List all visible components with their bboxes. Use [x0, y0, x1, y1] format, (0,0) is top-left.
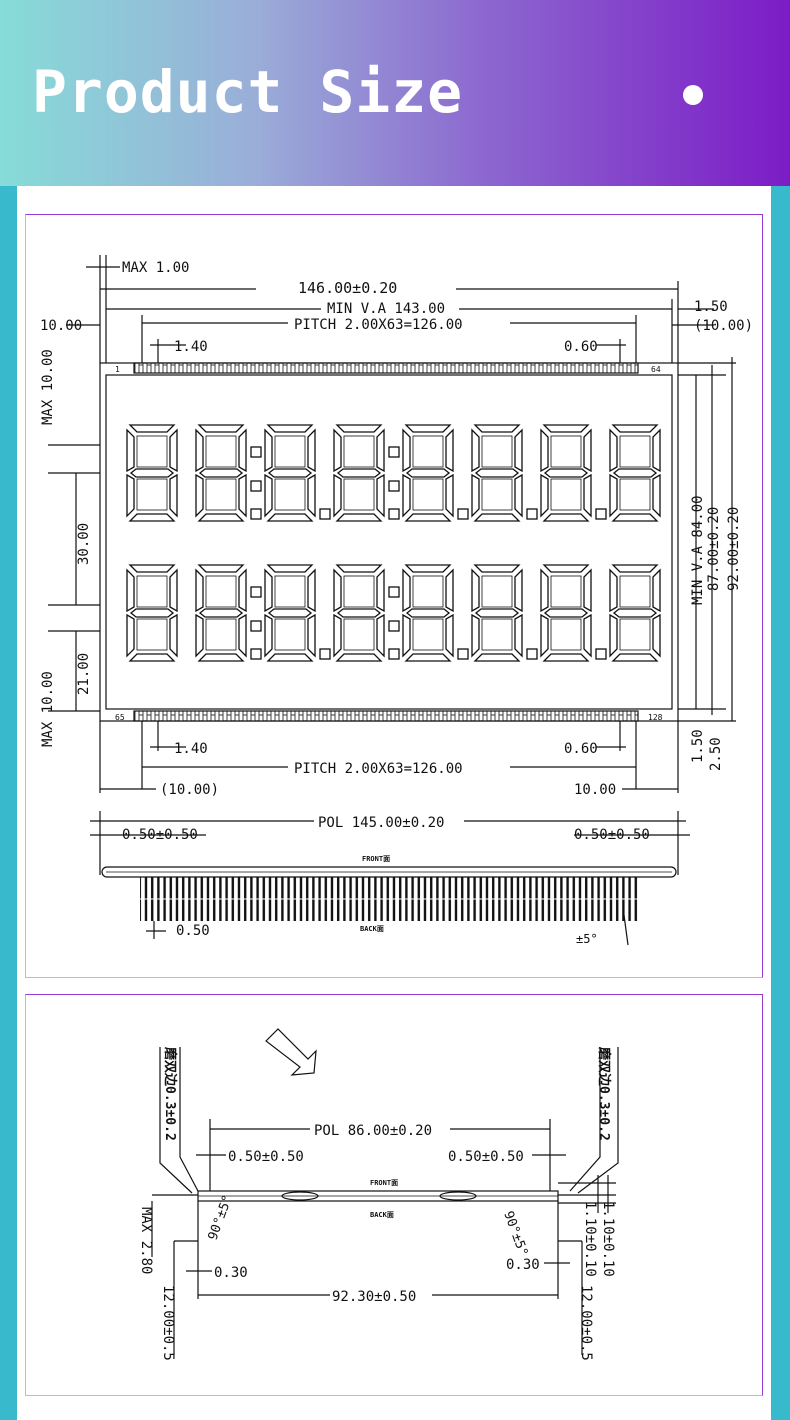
pin-label-128: 128 — [648, 713, 663, 722]
lcd-top-view-panel: 1 64 65 128 MAX 1.00 146.00±0.20 MIN V.A… — [25, 214, 763, 978]
lcd-edge-detail-drawing: 磨双边0.3±0.2 磨双边0.3±0.2 POL 86.00±0.20 0.5… — [138, 1028, 619, 1361]
page-title: Product Size — [32, 58, 464, 126]
pin-label-65: 65 — [115, 713, 125, 722]
lcd-dimension-drawing: 1 64 65 128 MAX 1.00 146.00±0.20 MIN V.A… — [40, 255, 753, 946]
dot-icon — [683, 85, 703, 105]
dim-right-150: 1.50 — [694, 299, 728, 315]
dim-tol-right-top: 0.50±0.50 — [574, 827, 650, 843]
dim-min-va-width: MIN V.A 143.00 — [327, 301, 445, 317]
dim-h-92: 92.00±0.20 — [726, 507, 742, 591]
dim-max-10-top: MAX 10.00 — [40, 349, 56, 425]
lcd-glass-outer — [99, 362, 679, 722]
dim-max-10-bottom: MAX 10.00 — [40, 671, 56, 747]
dim-bottom-250: 2.50 — [708, 737, 724, 771]
dim-12-left: 12.00±0.5 — [160, 1285, 176, 1361]
dim-bottom-150: 1.50 — [690, 729, 706, 763]
grind-note-right: 磨双边0.3±0.2 — [596, 1047, 612, 1141]
dim-110-b: 1.10±0.10 — [582, 1201, 598, 1277]
grind-note-left: 磨双边0.3±0.2 — [162, 1047, 178, 1141]
dim-width-total: 146.00±0.20 — [298, 279, 397, 297]
dim-tol-right-bottom: 0.50±0.50 — [448, 1149, 524, 1165]
dim-angle-right: 90°±5° — [500, 1209, 530, 1258]
dim-pitch-bottom: PITCH 2.00X63=126.00 — [294, 761, 463, 777]
lcd-side-view-panel: 磨双边0.3±0.2 磨双边0.3±0.2 POL 86.00±0.20 0.5… — [25, 994, 763, 1396]
front-label-bottom: FRONT面 — [370, 1179, 398, 1187]
dim-pin-140-bottom: 1.40 — [174, 741, 208, 757]
content-canvas: 1 64 65 128 MAX 1.00 146.00±0.20 MIN V.A… — [17, 186, 771, 1420]
dim-9230: 92.30±0.50 — [332, 1289, 416, 1305]
direction-arrow-icon — [265, 1028, 317, 1076]
dim-pin-060-bottom: 0.60 — [564, 741, 598, 757]
seven-segment-digits — [126, 424, 661, 662]
dim-left-1000: 10.00 — [40, 318, 82, 334]
back-label-top: BACK面 — [360, 925, 384, 933]
dim-30: 30.00 — [76, 523, 92, 565]
dim-030-left: 0.30 — [214, 1265, 248, 1281]
dim-tol-left-bottom: 0.50±0.50 — [228, 1149, 304, 1165]
dim-max-280: MAX 2.80 — [138, 1207, 154, 1274]
pin-row-top — [133, 362, 639, 374]
dim-110-a: 1.10±0.10 — [600, 1201, 616, 1277]
dim-pol-86: POL 86.00±0.20 — [314, 1123, 432, 1139]
dim-12-right: 12.00±0.5 — [578, 1285, 594, 1361]
dim-pin-140-top: 1.40 — [174, 339, 208, 355]
lcd-viewing-area — [105, 374, 673, 710]
back-label-bottom: BACK面 — [370, 1211, 394, 1219]
dim-right-10-paren: (10.00) — [694, 318, 753, 334]
dim-min-va-height: MIN V.A 84.00 — [690, 495, 706, 605]
front-label-top: FRONT面 — [362, 855, 390, 863]
header-banner: Product Size — [0, 0, 790, 186]
dim-angle-5: ±5° — [576, 932, 598, 946]
dim-pitch-top: PITCH 2.00X63=126.00 — [294, 317, 463, 333]
dim-030-right: 0.30 — [506, 1257, 540, 1273]
pin-label-64: 64 — [651, 365, 661, 374]
dim-pol-145: POL 145.00±0.20 — [318, 815, 444, 831]
dim-max-1: MAX 1.00 — [122, 260, 189, 276]
dim-bottom-10-paren: (10.00) — [160, 782, 219, 798]
pin-label-1: 1 — [115, 365, 120, 374]
dim-bottom-10: 10.00 — [574, 782, 616, 798]
dim-pin-060-top: 0.60 — [564, 339, 598, 355]
pin-row-bottom — [133, 710, 639, 722]
dim-h-87: 87.00±0.20 — [706, 507, 722, 591]
dim-pin-050: 0.50 — [176, 923, 210, 939]
dim-tol-left-top: 0.50±0.50 — [122, 827, 198, 843]
dim-21: 21.00 — [76, 653, 92, 695]
